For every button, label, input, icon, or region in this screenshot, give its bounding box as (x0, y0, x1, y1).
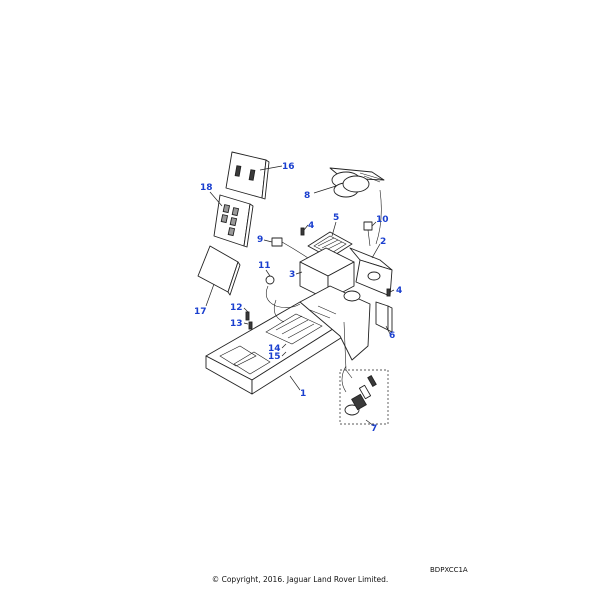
callout-16: 16 (282, 162, 295, 172)
part-10-switch (363, 221, 373, 247)
part-9-switch (271, 237, 309, 259)
callout-14: 14 (268, 344, 281, 354)
part-4-screw (300, 227, 391, 297)
callout-11: 11 (258, 261, 271, 271)
callout-10: 10 (376, 215, 389, 225)
callout-6: 6 (389, 331, 395, 341)
part-6-panel (375, 301, 393, 333)
callout-4b: 4 (396, 286, 402, 296)
part-1-console-body (205, 285, 371, 395)
callout-2: 2 (380, 237, 386, 247)
part-2-bracket (349, 247, 393, 297)
callout-7: 7 (371, 424, 377, 434)
leader-lines (205, 165, 395, 427)
part-18-mat (213, 194, 254, 248)
part-12-13-fasteners (245, 311, 253, 330)
part-17-mat (197, 245, 241, 296)
callout-15: 15 (268, 352, 281, 362)
callout-3: 3 (289, 270, 295, 280)
diagram-code: BDPXCC1A (430, 566, 468, 574)
callout-4a: 4 (308, 221, 314, 231)
part-16-mat (225, 151, 270, 200)
callout-12: 12 (230, 303, 243, 313)
part-7-socket (339, 365, 389, 425)
part-8-cup-holder (329, 167, 385, 198)
callout-9: 9 (257, 235, 263, 245)
wiring-harness (265, 189, 382, 323)
callout-13: 13 (230, 319, 243, 329)
callout-18: 18 (200, 183, 213, 193)
callout-17: 17 (194, 307, 207, 317)
callout-1: 1 (300, 389, 306, 399)
callout-5: 5 (333, 213, 339, 223)
copyright-notice: © Copyright, 2016. Jaguar Land Rover Lim… (211, 575, 389, 584)
callout-8: 8 (304, 191, 310, 201)
part-11-clip (265, 275, 275, 285)
